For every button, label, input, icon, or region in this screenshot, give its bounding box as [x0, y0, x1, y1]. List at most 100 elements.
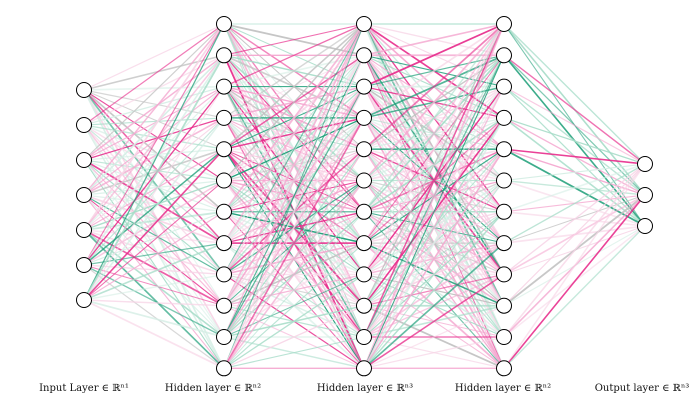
edge-input-layer-6-to-hidden-layer-1-4 — [83, 148, 225, 301]
edge-input-layer-2-to-hidden-layer-1-1 — [83, 54, 225, 161]
edge-input-layer-0-to-hidden-layer-1-11 — [83, 89, 225, 369]
edge-input-layer-6-to-hidden-layer-1-9 — [83, 299, 225, 307]
edge-hidden-layer-2-7-to-hidden-layer-3-0 — [363, 23, 505, 244]
edge-hidden-layer-3-1-to-output-layer-0 — [503, 54, 646, 165]
edge-hidden-layer-2-11-to-hidden-layer-3-9 — [363, 305, 505, 369]
edge-hidden-layer-2-2-to-hidden-layer-3-0 — [363, 23, 505, 88]
hidden-layer-2-node-6 — [356, 203, 372, 220]
edge-hidden-layer-2-8-to-hidden-layer-3-0 — [363, 23, 505, 275]
edge-input-layer-1-to-hidden-layer-1-10 — [83, 124, 225, 338]
edge-input-layer-4-to-hidden-layer-1-2 — [83, 86, 225, 231]
edge-input-layer-4-to-hidden-layer-1-10 — [83, 229, 225, 338]
hidden-layer-1-node-3 — [216, 109, 232, 126]
edge-input-layer-5-to-hidden-layer-1-11 — [83, 264, 225, 369]
edges — [83, 23, 646, 370]
edge-hidden-layer-1-11-to-hidden-layer-2-8 — [223, 273, 365, 369]
input-layer-node-3 — [76, 187, 92, 203]
edge-input-layer-3-to-hidden-layer-1-10 — [83, 194, 225, 338]
edge-input-layer-5-to-hidden-layer-1-9 — [83, 264, 225, 307]
edge-input-layer-0-to-hidden-layer-1-5 — [83, 89, 225, 181]
hidden-layer-1-node-9 — [216, 297, 232, 314]
edge-hidden-layer-3-8-to-output-layer-0 — [503, 163, 646, 275]
edge-input-layer-2-to-hidden-layer-1-10 — [83, 159, 225, 338]
input-layer-label: Input Layer ∈ ℝⁿ¹ — [39, 383, 129, 394]
edge-input-layer-6-to-hidden-layer-1-6 — [83, 211, 225, 301]
hidden-layer-3-node-9 — [496, 297, 512, 314]
edge-input-layer-5-to-hidden-layer-1-2 — [83, 86, 225, 266]
hidden-layer-2-node-11 — [356, 360, 372, 377]
edge-input-layer-5-to-hidden-layer-1-8 — [83, 264, 225, 276]
edge-input-layer-6-to-hidden-layer-1-7 — [83, 242, 225, 301]
edge-hidden-layer-1-2-to-hidden-layer-2-0 — [223, 23, 365, 88]
edge-hidden-layer-1-11-to-hidden-layer-2-7 — [223, 242, 365, 369]
edge-hidden-layer-3-5-to-output-layer-0 — [503, 163, 646, 182]
output-layer-node-2 — [637, 218, 653, 234]
hidden-layer-2-node-5 — [356, 172, 372, 189]
hidden-layer-3-node-11 — [496, 360, 512, 377]
edge-hidden-layer-3-4-to-output-layer-0 — [503, 148, 646, 165]
input-layer-node-4 — [76, 222, 92, 238]
hidden-layer-2-label: Hidden layer ∈ ℝⁿ³ — [316, 383, 414, 394]
edge-hidden-layer-3-6-to-output-layer-0 — [503, 163, 646, 213]
input-layer-node-0 — [76, 82, 92, 98]
edge-input-layer-4-to-hidden-layer-1-0 — [83, 23, 225, 231]
hidden-layer-3-node-2 — [496, 78, 512, 95]
hidden-layer-1-node-1 — [216, 47, 232, 64]
edge-input-layer-5-to-hidden-layer-1-5 — [83, 179, 225, 266]
edge-input-layer-1-to-hidden-layer-1-2 — [83, 85, 225, 126]
edge-input-layer-3-to-hidden-layer-1-3 — [83, 117, 225, 196]
edge-input-layer-0-to-hidden-layer-1-3 — [83, 89, 225, 119]
hidden-layer-1-node-0 — [216, 16, 232, 32]
edge-hidden-layer-3-11-to-output-layer-1 — [503, 194, 646, 369]
edge-hidden-layer-2-11-to-hidden-layer-3-10 — [363, 336, 505, 369]
hidden-layer-1-node-8 — [216, 266, 232, 283]
edge-input-layer-1-to-hidden-layer-1-4 — [83, 124, 225, 150]
edge-input-layer-5-to-hidden-layer-1-1 — [83, 54, 225, 266]
edge-hidden-layer-3-3-to-output-layer-0 — [503, 117, 646, 165]
edge-input-layer-6-to-hidden-layer-1-2 — [83, 86, 225, 301]
edge-hidden-layer-1-11-to-hidden-layer-2-5 — [223, 180, 365, 369]
edge-input-layer-0-to-hidden-layer-1-7 — [83, 89, 225, 244]
hidden-layer-3-node-1 — [496, 47, 512, 64]
hidden-layer-1-node-2 — [216, 78, 232, 95]
edge-hidden-layer-3-2-to-output-layer-0 — [503, 86, 646, 165]
hidden-layer-3-node-5 — [496, 172, 512, 189]
output-layer-label: Output layer ∈ ℝⁿ³ — [594, 383, 690, 394]
edge-input-layer-3-to-hidden-layer-1-7 — [83, 194, 225, 244]
edge-hidden-layer-1-5-to-hidden-layer-2-0 — [223, 23, 365, 181]
edge-input-layer-3-to-hidden-layer-1-9 — [83, 194, 225, 307]
edge-hidden-layer-1-11-to-hidden-layer-2-4 — [223, 148, 365, 369]
edge-hidden-layer-1-10-to-hidden-layer-2-0 — [223, 23, 365, 338]
output-layer-node-0 — [637, 156, 653, 172]
edge-hidden-layer-1-11-to-hidden-layer-2-1 — [223, 55, 365, 369]
edge-input-layer-5-to-hidden-layer-1-3 — [83, 117, 225, 266]
edge-hidden-layer-2-1-to-hidden-layer-3-0 — [363, 23, 505, 57]
hidden-layer-1-node-11 — [216, 360, 232, 377]
edge-hidden-layer-2-11-to-hidden-layer-3-2 — [363, 86, 505, 369]
hidden-layer-2-node-7 — [356, 235, 372, 252]
output-layer-node-1 — [637, 187, 653, 203]
edge-input-layer-2-to-hidden-layer-1-4 — [83, 148, 225, 161]
edge-hidden-layer-3-11-to-output-layer-0 — [503, 163, 646, 369]
edge-input-layer-6-to-hidden-layer-1-1 — [83, 54, 225, 301]
edge-hidden-layer-1-3-to-hidden-layer-2-0 — [223, 23, 365, 119]
edge-input-layer-6-to-hidden-layer-1-8 — [83, 273, 225, 301]
edge-input-layer-6-to-hidden-layer-1-5 — [83, 180, 225, 301]
edge-input-layer-1-to-hidden-layer-1-5 — [83, 124, 225, 182]
edge-input-layer-4-to-hidden-layer-1-5 — [83, 179, 225, 231]
edge-hidden-layer-2-11-to-hidden-layer-3-1 — [363, 55, 505, 369]
edge-hidden-layer-2-4-to-hidden-layer-3-0 — [363, 23, 505, 150]
edge-input-layer-4-to-hidden-layer-1-6 — [83, 210, 225, 231]
edge-input-layer-1-to-hidden-layer-1-7 — [83, 124, 225, 244]
edge-input-layer-1-to-hidden-layer-1-9 — [83, 124, 225, 307]
input-layer-node-2 — [76, 152, 92, 168]
hidden-layer-3-node-4 — [496, 141, 512, 158]
hidden-layer-3-node-8 — [496, 266, 512, 283]
edge-input-layer-0-to-hidden-layer-1-0 — [83, 23, 225, 91]
hidden-layer-2-node-3 — [356, 109, 372, 126]
edge-hidden-layer-1-6-to-hidden-layer-2-0 — [223, 23, 365, 213]
edge-hidden-layer-2-11-to-hidden-layer-3-5 — [363, 180, 505, 369]
edge-input-layer-4-to-hidden-layer-1-4 — [83, 148, 225, 231]
edge-hidden-layer-1-7-to-hidden-layer-2-0 — [223, 23, 365, 244]
